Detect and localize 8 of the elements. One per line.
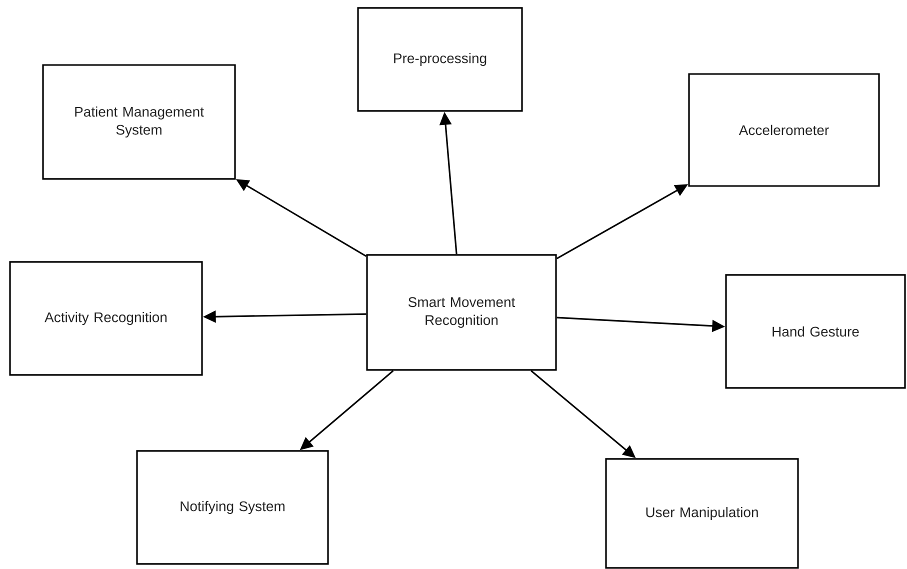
process-box: User Manipulation <box>605 458 799 569</box>
process-box: Notifying System <box>136 450 329 565</box>
process-box: Hand Gesture <box>725 274 906 389</box>
process-box: Accelerometer <box>688 73 880 187</box>
process-box: Patient Management System <box>42 64 236 180</box>
process-box: Activity Recognition <box>9 261 203 376</box>
process-box: Pre-processing <box>357 7 523 112</box>
process-box: Smart Movement Recognition <box>366 254 557 371</box>
